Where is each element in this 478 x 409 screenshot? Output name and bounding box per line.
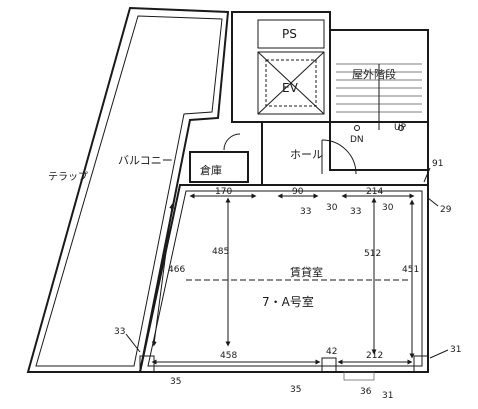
dim-33c: 33 — [114, 327, 125, 337]
window-bottom — [343, 371, 375, 381]
hall-door-swing — [321, 139, 357, 175]
stairs-outline — [329, 29, 429, 171]
stairs-label: 屋外階段 — [352, 67, 396, 81]
ev-car — [265, 59, 317, 107]
dim-30b: 30 — [382, 203, 394, 213]
dim-485: 485 — [212, 247, 229, 257]
room-inner-outline — [147, 190, 423, 367]
dim-466: 466 — [168, 265, 185, 275]
column-right — [413, 355, 429, 373]
column-mid — [321, 357, 337, 373]
hall-label: ホール — [290, 148, 323, 161]
dim-90: 90 — [292, 187, 304, 197]
dim-33a: 33 — [300, 207, 311, 217]
up-label: UP — [394, 123, 407, 133]
dim-30a: 30 — [326, 203, 338, 213]
terrace-label: テラップ — [48, 171, 88, 183]
room-type-label: 賃貸室 — [290, 265, 323, 279]
dim-458: 458 — [220, 351, 237, 361]
storage-outline — [189, 151, 249, 183]
balcony-inner-outline — [35, 15, 223, 367]
dim-29: 29 — [440, 205, 452, 215]
ps-room — [257, 19, 325, 49]
leader-31a — [429, 349, 449, 359]
dim-512: 512 — [364, 249, 381, 259]
dim-35a: 35 — [170, 377, 181, 387]
dn-marker — [354, 125, 360, 131]
balcony-label: バルコニー — [118, 154, 173, 167]
storage-door-swing — [223, 133, 241, 151]
dim-31a: 31 — [450, 345, 461, 355]
ev-label: EV — [282, 81, 299, 95]
storage-label: 倉庫 — [200, 163, 222, 177]
room-outline — [138, 184, 429, 373]
ps-label: PS — [282, 27, 297, 41]
dim-33b: 33 — [350, 207, 361, 217]
dim-31b: 31 — [382, 391, 393, 401]
up-marker — [398, 125, 404, 131]
dim-35b: 35 — [290, 385, 301, 395]
ev-shaft — [257, 51, 325, 115]
leader-29 — [427, 197, 439, 207]
dim-36: 36 — [360, 387, 372, 397]
dim-170: 170 — [215, 187, 232, 197]
dim-212: 212 — [366, 351, 383, 361]
leader-33c — [125, 333, 141, 353]
room-name-label: 7・A号室 — [262, 294, 314, 309]
ev-cross-2 — [257, 51, 325, 115]
dim-91: 91 — [432, 159, 443, 169]
dim-42: 42 — [326, 347, 337, 357]
balcony-outline — [26, 6, 230, 373]
dim-line-466 — [151, 203, 175, 347]
leader-91 — [423, 167, 431, 183]
dim-451: 451 — [402, 265, 419, 275]
dim-214: 214 — [366, 187, 383, 197]
dn-label: DN — [350, 135, 364, 145]
